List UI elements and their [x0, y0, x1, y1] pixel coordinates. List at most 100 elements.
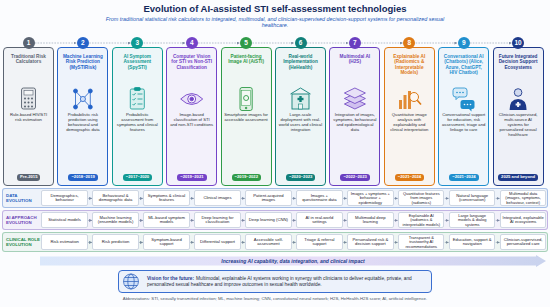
- arrow-body: [40, 255, 546, 267]
- date-pill: ~2021–2024: [449, 174, 478, 181]
- row-cell-text: Personalized risk & decision support: [350, 238, 391, 247]
- timeline-connector: [416, 43, 458, 44]
- stage-title: Future Integrated Decision Support Ecosy…: [496, 54, 540, 70]
- row-cell-box: Transparent & trustworthy AI recommendat…: [398, 234, 444, 250]
- row-cell-box: Machine learning (ensemble models): [92, 212, 138, 228]
- row-cell-box: Deep learning (CNN): [245, 212, 291, 228]
- row-cell-box: Accessible self-assessment: [245, 234, 291, 250]
- date-badge: ~2021–2024: [452, 175, 475, 180]
- date-pill: ~2019–2022: [232, 174, 261, 181]
- stage-card: ~2021–2024Conversational AI (Chatbots) (…: [438, 47, 489, 186]
- date-pill: ~2017–2020: [123, 174, 152, 181]
- timeline-connector: [307, 43, 349, 44]
- row-cell-text: Large language models & dialog systems: [452, 214, 493, 228]
- row-cell-text: Images + symptoms + behaviour + epidemio…: [350, 192, 391, 206]
- step-circle: 6: [295, 37, 307, 49]
- date-badge: ~2019–2021: [180, 175, 203, 180]
- row-label: CLINICAL ROLE EVOLUTION: [6, 233, 40, 251]
- row-cell-text: Triage & referral support: [299, 238, 340, 247]
- row-cell-text: Accessible self-assessment: [248, 238, 289, 247]
- step-circle: 10: [512, 37, 524, 49]
- evolution-row: Demographics, behaviour Behavioural & dem…: [2, 188, 548, 208]
- main-title: Evolution of AI-assisted STI self-assess…: [0, 3, 550, 14]
- row-label: AI APPROACH EVOLUTION: [6, 211, 40, 229]
- subtitle: From traditional statistical risk calcul…: [105, 16, 445, 29]
- stage-title: Computer Vision for STI vs Non-STI Class…: [170, 54, 214, 70]
- stage-card: ~2022–2023Multimodal AI (H2S)Integration…: [329, 47, 380, 186]
- stage-description: Probabilistic risk prediction using beha…: [61, 113, 105, 133]
- stage-description: Smartphone images for accessible assessm…: [224, 113, 268, 123]
- stage-card: ~2019–2022 Patient-facing Image AI (AiSTI…: [221, 47, 272, 186]
- stage-description: Quantitative image analysis with explain…: [387, 113, 431, 133]
- row-cell-box: AI in real-world settings: [296, 212, 342, 228]
- step-number: 10: [514, 40, 521, 47]
- row-cell-text: Natural language (conversation): [452, 194, 493, 203]
- row-cell-text: Behavioural & demographic data: [95, 194, 136, 203]
- stage-title: AI Symptom Assessment (SpySTI): [115, 54, 159, 70]
- stage-description: Conversational support for education, ri…: [442, 113, 486, 133]
- row-cell-text: Deep learning (CNN): [249, 218, 288, 223]
- row-cell-text: Transparent & trustworthy AI recommendat…: [401, 236, 442, 250]
- row-cell-box: Images + symptoms + behaviour + epidemio…: [347, 190, 393, 206]
- row-cell-box: Personalized risk & decision support: [347, 234, 393, 250]
- stage-description: Probabilistic assessment from symptoms a…: [115, 113, 159, 133]
- row-cell-text: Images + questionnaire data: [299, 194, 340, 203]
- step-number: 4: [190, 40, 194, 47]
- row-cell-text: AI in real-world settings: [299, 216, 340, 225]
- row-cell-text: Clinical images: [203, 196, 231, 201]
- step-number: 8: [407, 40, 411, 47]
- row-label: DATA EVOLUTION: [6, 189, 40, 207]
- step-number: 6: [299, 40, 303, 47]
- timeline-connector: [470, 43, 512, 44]
- evolution-row: Risk estimationRisk predictionSymptom-ba…: [2, 232, 548, 252]
- row-cell-box: Triage & referral support: [296, 234, 342, 250]
- step-number: 5: [244, 40, 248, 47]
- row-cell-box: Patient-acquired images: [245, 190, 291, 206]
- stage-card: ~2018–2019Machine Learning Risk Predicti…: [57, 47, 108, 186]
- date-badge: Pre-2015: [20, 175, 37, 180]
- footnote: Abbreviations: STI, sexually transmitted…: [10, 296, 540, 301]
- step-circle: 9: [458, 37, 470, 49]
- stage-title: Patient-facing Image AI (AiSTI): [224, 54, 268, 65]
- step-number: 2: [81, 40, 85, 47]
- step-number: 3: [135, 40, 139, 47]
- date-pill: ~2022–2023: [340, 174, 369, 181]
- trend-label: Increasing AI capability, data integrati…: [221, 258, 364, 264]
- row-cell-text: Statistical models: [48, 218, 81, 223]
- row-cell-text: Differential support: [200, 240, 235, 245]
- stage-title: Machine Learning Risk Prediction (MySTIR…: [61, 54, 105, 70]
- row-cell-box: Clinician-supervised, personalized care: [500, 234, 546, 250]
- row-cell-text: Deep learning for classification: [197, 216, 238, 225]
- row-cell-text: Machine learning (ensemble models): [95, 216, 136, 225]
- row-cell-box: Demographics, behaviour: [41, 190, 87, 206]
- step-circle: 7: [349, 37, 361, 49]
- row-cell-box: Multimodal deep learning: [347, 212, 393, 228]
- row-cell-box: Natural language (conversation): [449, 190, 495, 206]
- step-circle: 1: [23, 37, 35, 49]
- date-pill: ~2021–2024: [395, 174, 424, 181]
- row-cell-box: Symptom-based support: [143, 234, 189, 250]
- row-cell-text: Patient-acquired images: [248, 194, 289, 203]
- step-circle: 5: [240, 37, 252, 49]
- row-cell-box: Deep learning for classification: [194, 212, 240, 228]
- trend-arrow: Increasing AI capability, data integrati…: [40, 255, 546, 267]
- stage-card: ~2017–2020 AI Symptom Assessment (SpySTI)…: [112, 47, 163, 186]
- stage-title: Real-world Implementation (HeHealth): [279, 54, 323, 70]
- row-cell-box: Multimodal data (images, symptoms, behav…: [500, 190, 546, 206]
- timeline-connector: [144, 43, 186, 44]
- timeline-connector: [252, 43, 294, 44]
- date-badge: ~2017–2020: [126, 175, 149, 180]
- row-cell-box: Large language models & dialog systems: [449, 212, 495, 228]
- row-cell-box: Explainable AI (radiomics & interpretabl…: [398, 212, 444, 228]
- row-cell-text: Risk prediction: [102, 240, 129, 245]
- row-cell-text: Multimodal data (images, symptoms, behav…: [502, 192, 543, 206]
- timeline-connector: [89, 43, 131, 44]
- row-cell-box: Education, support & navigation: [449, 234, 495, 250]
- stage-card: ~2020–2023Real-world Implementation (HeH…: [275, 47, 326, 186]
- row-cell-text: Explainable AI (radiomics & interpretabl…: [401, 214, 442, 228]
- row-cell-box: Quantitative features from images (radio…: [398, 190, 444, 206]
- timeline-connector: [361, 43, 403, 44]
- stage-card: ~2021–2024Explainable AI (Radiomics & In…: [384, 47, 435, 186]
- row-cell-text: Education, support & navigation: [452, 238, 493, 247]
